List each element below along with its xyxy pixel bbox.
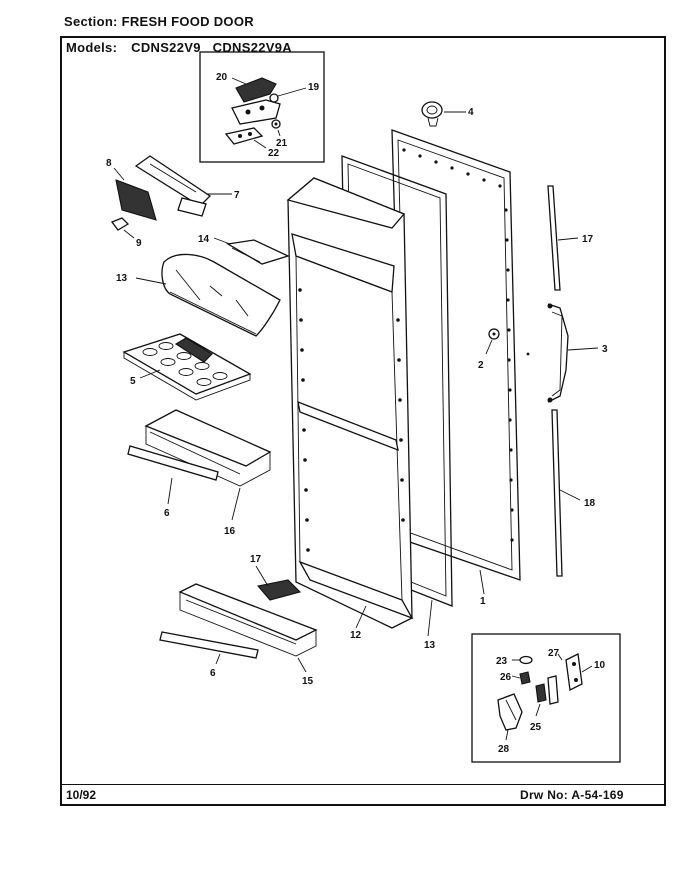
callout-27: 27	[548, 648, 560, 659]
callout-8: 8	[106, 158, 112, 169]
section-label: Section:	[64, 14, 118, 29]
diagram-frame	[60, 36, 666, 806]
section-title: Section: FRESH FOOD DOOR	[64, 14, 254, 29]
callout-4: 4	[468, 107, 474, 118]
handle-screw: 2	[478, 328, 500, 371]
callout-17: 17	[250, 554, 262, 565]
callout-12: 13	[424, 640, 436, 651]
callout-16: 16	[224, 526, 236, 537]
drawing-number: Drw No: A-54-169	[520, 788, 624, 802]
bin-cover: 13	[116, 253, 281, 337]
hinge-plate	[231, 99, 281, 125]
dairy-bin: 6 16	[127, 409, 272, 537]
drawing-number-value: A-54-169	[571, 788, 624, 802]
callout-9: 9	[136, 238, 142, 249]
bottom-hinge-inset: 23 26 10 27 25 28	[471, 633, 621, 763]
callout-26: 26	[500, 672, 512, 683]
callout-7: 7	[234, 190, 240, 201]
model-number: CDNS22V9	[131, 40, 201, 55]
door-outer-panel: 1	[391, 129, 521, 607]
models-label: Models:	[66, 40, 118, 55]
callout-18: 17	[582, 234, 594, 245]
callout-5: 5	[130, 376, 136, 387]
callout-20: 19	[308, 82, 320, 93]
shelf-retainer	[256, 579, 302, 601]
callout-19: 18	[584, 498, 596, 509]
footer-rule	[62, 784, 664, 785]
shelf-trim-strip	[159, 631, 259, 659]
hinge-pin	[269, 93, 279, 103]
callout-11: 12	[350, 630, 362, 641]
callout-24: 22	[268, 148, 280, 159]
door-shelf-bin: 17 6 15	[159, 554, 318, 687]
drawing-date: 10/92	[66, 788, 97, 802]
section-value: FRESH FOOD DOOR	[121, 14, 254, 29]
top-hinge-inset: 20 19 21 22	[199, 51, 325, 163]
callout-1: 1	[480, 596, 486, 607]
door-handle: 3	[547, 303, 608, 403]
door-plug: 4	[421, 101, 474, 127]
handle-trim-lower: 18	[551, 409, 596, 577]
drawing-label: Drw No:	[520, 788, 569, 802]
model-number: CDNS22V9A	[212, 40, 292, 55]
door-liner: 12	[286, 177, 414, 641]
bin-trim-strip	[127, 445, 219, 481]
callout-15: 15	[302, 676, 314, 687]
egg-tray: 5	[122, 333, 252, 401]
callout-13: 13	[116, 273, 128, 284]
small-shelf: 14	[198, 234, 290, 265]
damper-control: 7 8 9	[106, 155, 240, 249]
callout-25: 25	[530, 722, 542, 733]
callout-6: 6	[210, 668, 216, 679]
callout-2: 2	[478, 360, 484, 371]
callout-10: 10	[594, 660, 606, 671]
hinge-cover	[235, 77, 277, 103]
hinge-shim	[224, 127, 264, 145]
callout-21: 20	[216, 72, 228, 83]
callout-14: 14	[198, 234, 210, 245]
models-line: Models: CDNS22V9 CDNS22V9A	[66, 40, 300, 55]
callout-22: 21	[276, 138, 288, 149]
callout-28: 28	[498, 744, 510, 755]
callout-3: 3	[602, 344, 608, 355]
callout-6: 6	[164, 508, 170, 519]
handle-trim-upper: 17	[547, 185, 594, 291]
callout-23: 23	[496, 656, 508, 667]
